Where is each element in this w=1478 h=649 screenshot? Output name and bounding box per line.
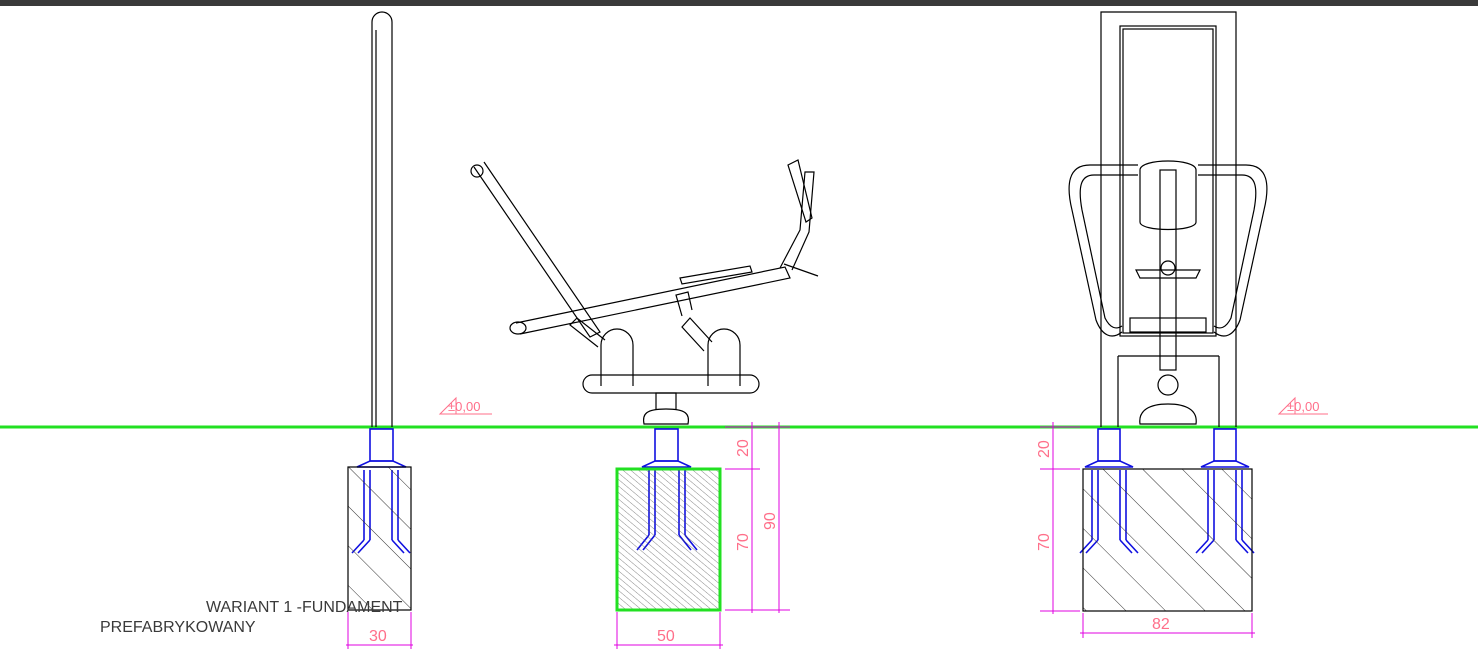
right-equipment (1068, 11, 1268, 427)
right-block-height-dimension: 70 (1036, 533, 1053, 551)
window-top-bar (0, 0, 1478, 6)
right-dimension-lines (1040, 422, 1255, 638)
right-foundation (1082, 468, 1253, 612)
middle-dimension-lines (614, 422, 790, 649)
right-width-dimension: 82 (1152, 616, 1170, 633)
middle-embed-depth-dimension: 20 (735, 439, 752, 457)
level-label-right: ±0,00 (1287, 399, 1319, 414)
variant-note-line2: PREFABRYKOWANY (100, 619, 256, 636)
middle-total-depth-dimension: 90 (762, 512, 779, 530)
post-foundation (347, 466, 412, 611)
middle-block-height-dimension: 70 (735, 533, 752, 551)
variant-note-line1: WARIANT 1 -FUNDAMENT (206, 599, 403, 616)
post-equipment (371, 11, 393, 427)
middle-width-dimension: 50 (657, 628, 675, 645)
middle-equipment (470, 159, 819, 425)
level-label-left: ±0,00 (448, 399, 480, 414)
post-width-dimension-line (346, 612, 413, 649)
level-marker-left (438, 396, 492, 415)
middle-foundation (615, 467, 722, 612)
level-marker-right (1277, 396, 1328, 415)
post-width-dimension: 30 (369, 628, 387, 645)
right-embed-depth-dimension: 20 (1036, 440, 1053, 458)
